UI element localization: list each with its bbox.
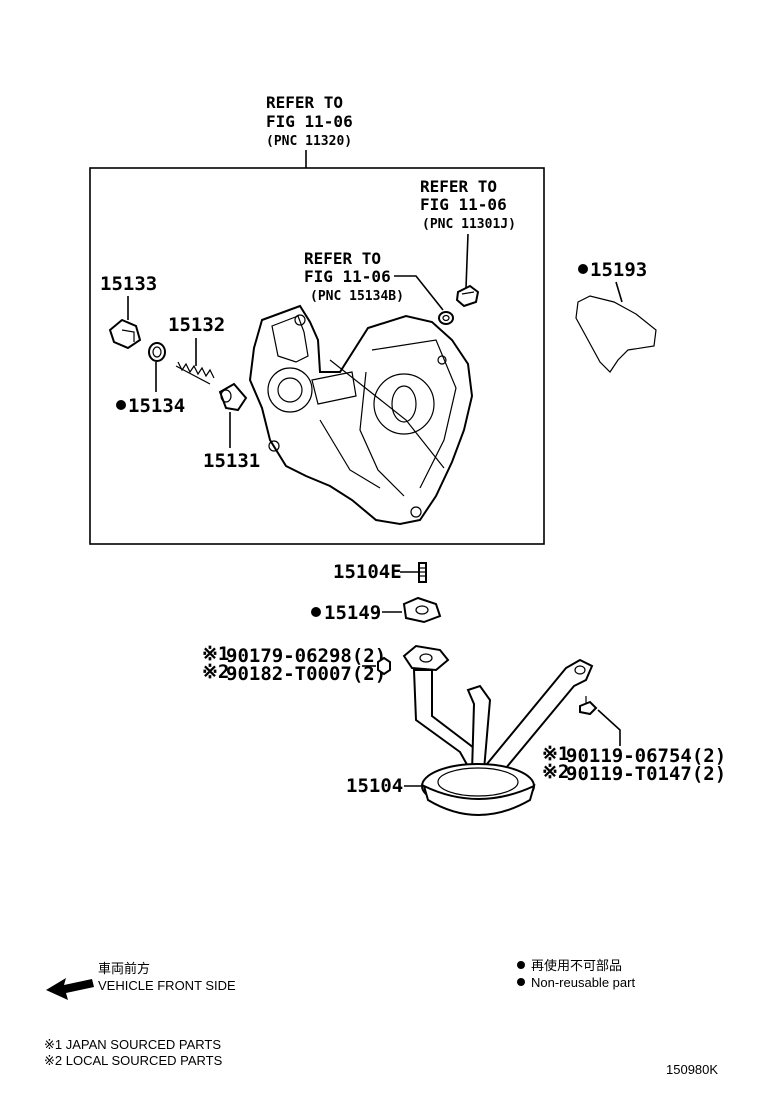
bolt-part <box>579 696 598 716</box>
ref-top-line1: REFER TO <box>266 93 343 112</box>
oring-part <box>438 311 454 325</box>
plug-15133 <box>108 318 142 350</box>
ref-mid-leader <box>394 275 444 311</box>
label-15133: 15133 <box>100 273 157 295</box>
nonreusable-mark-15193 <box>578 264 588 274</box>
gasket-15149 <box>402 596 442 624</box>
label-15104E: 15104E <box>333 561 402 583</box>
label-15149: 15149 <box>324 602 381 624</box>
label-15132: 15132 <box>168 314 225 336</box>
ref-mid-line2: FIG 11-06 <box>304 267 391 286</box>
stud-15104E <box>418 562 427 583</box>
note-japan-sourced: ※1 JAPAN SOURCED PARTS <box>44 1037 221 1052</box>
note-local-sourced: ※2 LOCAL SOURCED PARTS <box>44 1053 223 1068</box>
figure-code: 150980K <box>666 1062 718 1077</box>
label-90182: 90182-T0007(2) <box>226 663 386 685</box>
label-15104: 15104 <box>346 775 403 797</box>
nut-part <box>377 656 391 676</box>
label-15131: 15131 <box>203 450 260 472</box>
ref-top-line3: (PNC 11320) <box>266 134 352 149</box>
front-arrow-icon <box>46 978 94 1000</box>
leader-bolt <box>597 709 621 746</box>
mark-90119a: ※1 <box>542 743 569 765</box>
label-15193: 15193 <box>590 259 647 281</box>
nonreusable-legend-bullet-icon-2 <box>517 978 525 986</box>
label-15134: 15134 <box>128 395 185 417</box>
leader-15193 <box>615 281 623 303</box>
gasket-15193 <box>575 295 657 373</box>
ref-mid-line3: (PNC 15134B) <box>310 289 404 304</box>
front-label-jp: 車両前方 <box>98 961 150 976</box>
ring-15134 <box>148 342 166 362</box>
front-label-en: VEHICLE FRONT SIDE <box>98 978 236 993</box>
nonreuse-label-jp: 再使用不可部品 <box>531 958 622 973</box>
ref-top-line2: FIG 11-06 <box>266 112 353 131</box>
plug-part <box>455 284 480 308</box>
oil-pump-body <box>248 304 474 526</box>
nonreusable-mark-15134 <box>116 400 126 410</box>
label-90179: 90179-06298(2) <box>226 645 386 667</box>
ref-right-leader <box>465 233 469 289</box>
ref-right-line3: (PNC 11301J) <box>422 217 516 232</box>
oil-strainer-15104 <box>402 644 594 816</box>
ref-right-line2: FIG 11-06 <box>420 195 507 214</box>
mark-90179: ※1 <box>202 643 229 665</box>
valve-15131 <box>218 382 248 412</box>
mark-90182: ※2 <box>202 661 229 683</box>
spring-15132 <box>175 361 215 385</box>
nonreusable-mark-15149 <box>311 607 321 617</box>
label-90119b: 90119-T0147(2) <box>566 763 726 785</box>
assembly-box <box>89 167 545 545</box>
ref-right-line1: REFER TO <box>420 177 497 196</box>
label-90119a: 90119-06754(2) <box>566 745 726 767</box>
nonreusable-legend-bullet-icon <box>517 961 525 969</box>
mark-90119b: ※2 <box>542 761 569 783</box>
nonreuse-label-en: Non-reusable part <box>531 975 635 990</box>
ref-mid-line1: REFER TO <box>304 249 381 268</box>
